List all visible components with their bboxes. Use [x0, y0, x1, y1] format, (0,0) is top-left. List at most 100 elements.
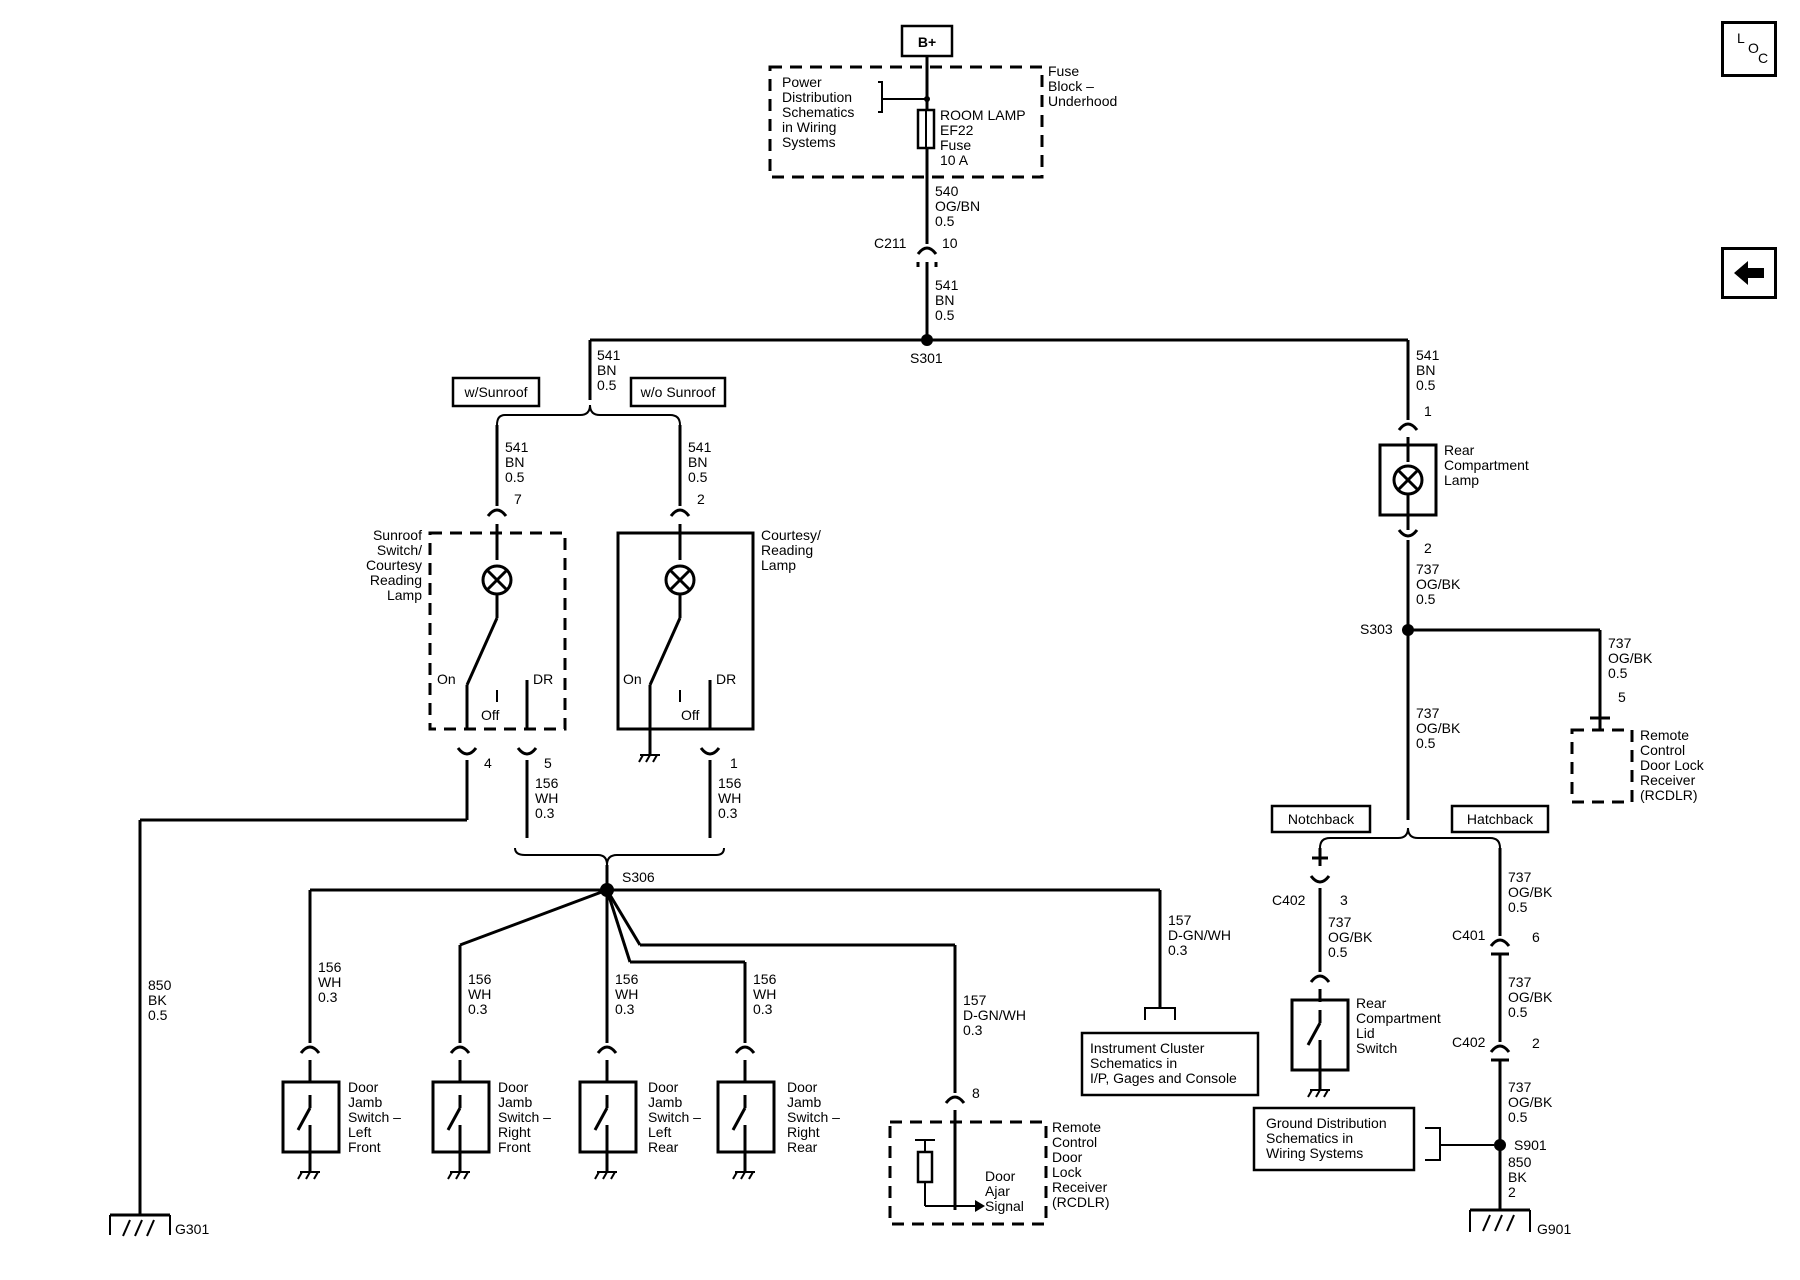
wire-157-cluster-label: 157 D-GN/WH 0.3: [1168, 912, 1231, 958]
svg-text:Signal: Signal: [985, 1198, 1024, 1214]
courtesy-dr-label: DR: [716, 671, 736, 687]
svg-text:541: 541: [688, 439, 712, 455]
sunroof-switch-lamp: [428, 531, 567, 731]
svg-text:0.5: 0.5: [148, 1007, 168, 1023]
wire-737-b-label: 737 OG/BK 0.5: [1416, 705, 1461, 751]
wire-540-label: 540 OG/BN 0.5: [935, 183, 980, 229]
back-button[interactable]: [1721, 247, 1777, 299]
svg-text:Reading: Reading: [370, 572, 422, 588]
svg-text:541: 541: [505, 439, 529, 455]
svg-text:BN: BN: [505, 454, 524, 470]
sunroof-dr-label: DR: [533, 671, 553, 687]
option-notchback: [1270, 804, 1372, 834]
svg-text:in Wiring: in Wiring: [782, 119, 836, 135]
svg-text:Receiver: Receiver: [1052, 1179, 1108, 1195]
wire-541-rear-label: 541 BN 0.5: [1416, 347, 1440, 393]
rear-lamp-bulb: [1392, 464, 1424, 496]
svg-text:737: 737: [1508, 869, 1532, 885]
svg-text:0.3: 0.3: [1168, 942, 1188, 958]
courtesy-reading-lamp: [616, 531, 755, 731]
svg-text:Fuse: Fuse: [1048, 63, 1079, 79]
svg-text:BK: BK: [148, 992, 167, 1008]
sunroof-pin-in: 7: [514, 491, 522, 507]
svg-text:0.3: 0.3: [535, 805, 555, 821]
sunroof-lamp-label: Sunroof Switch/ Courtesy Reading Lamp: [366, 527, 422, 603]
courtesy-pin-in: 2: [697, 491, 705, 507]
svg-text:OG/BK: OG/BK: [1328, 929, 1373, 945]
courtesy-ground-icon: [638, 754, 660, 763]
svg-text:0.5: 0.5: [597, 377, 617, 393]
svg-text:0.5: 0.5: [1508, 899, 1528, 915]
svg-text:156: 156: [535, 775, 559, 791]
svg-text:Instrument Cluster: Instrument Cluster: [1090, 1040, 1205, 1056]
svg-text:156: 156: [718, 775, 742, 791]
svg-text:OG/BK: OG/BK: [1508, 989, 1553, 1005]
svg-text:0.3: 0.3: [318, 989, 338, 1005]
svg-text:Fuse: Fuse: [940, 137, 971, 153]
svg-text:737: 737: [1508, 1079, 1532, 1095]
wire-737-hatch-b-label: 737 OG/BK 0.5: [1508, 974, 1553, 1020]
svg-text:BN: BN: [935, 292, 954, 308]
svg-text:Underhood: Underhood: [1048, 93, 1117, 109]
left-arrow-icon: [1734, 261, 1764, 285]
ground-distribution-ref-label: Ground Distribution Schematics in Wiring…: [1266, 1115, 1387, 1161]
location-view-button[interactable]: L O C: [1721, 21, 1777, 77]
svg-text:WH: WH: [753, 986, 776, 1002]
rear-lamp-pin-in: 1: [1424, 403, 1432, 419]
svg-text:OG/BK: OG/BK: [1416, 720, 1461, 736]
svg-text:OG/BK: OG/BK: [1508, 884, 1553, 900]
svg-text:0.3: 0.3: [963, 1022, 983, 1038]
splice-s303-label: S303: [1360, 621, 1393, 637]
option-sunroof: [451, 376, 541, 408]
ground-distribution-ref[interactable]: [1252, 1106, 1416, 1172]
door-ajar-arrow-icon: [975, 1200, 985, 1212]
svg-text:D-GN/WH: D-GN/WH: [1168, 927, 1231, 943]
svg-text:Lamp: Lamp: [761, 557, 796, 573]
wire-850-right-label: 850 BK 2: [1508, 1154, 1532, 1200]
svg-text:(RCDLR): (RCDLR): [1052, 1194, 1110, 1210]
wire-541-left-label: 541 BN 0.5: [597, 347, 621, 393]
rcdlr-bottom-label: Remote Control Door Lock Receiver (RCDLR…: [1052, 1119, 1110, 1210]
svg-text:0.5: 0.5: [935, 213, 955, 229]
ground-g301-label: G301: [175, 1221, 209, 1237]
svg-text:0.5: 0.5: [1416, 735, 1436, 751]
svg-text:0.5: 0.5: [935, 307, 955, 323]
svg-text:Switch/: Switch/: [377, 542, 422, 558]
fuse-block-label: Fuse Block – Underhood: [1048, 63, 1117, 109]
svg-text:D-GN/WH: D-GN/WH: [963, 1007, 1026, 1023]
svg-text:Wiring Systems: Wiring Systems: [1266, 1145, 1363, 1161]
svg-text:BN: BN: [597, 362, 616, 378]
wire-156-rf-label: 156 WH 0.3: [468, 971, 492, 1017]
splice-s301-label: S301: [910, 350, 943, 366]
svg-text:BN: BN: [1416, 362, 1435, 378]
svg-text:OG/BK: OG/BK: [1508, 1094, 1553, 1110]
svg-text:Switch –: Switch –: [498, 1109, 551, 1125]
svg-text:Door: Door: [787, 1079, 818, 1095]
svg-text:OG/BN: OG/BN: [935, 198, 980, 214]
wire-541-courtesy-label: 541 BN 0.5: [688, 439, 712, 485]
svg-text:541: 541: [1416, 347, 1440, 363]
svg-text:Switch –: Switch –: [648, 1109, 701, 1125]
wire-850-left-label: 850 BK 0.5: [148, 977, 172, 1023]
svg-text:L: L: [1737, 30, 1745, 46]
svg-text:Jamb: Jamb: [787, 1094, 821, 1110]
svg-text:Left: Left: [348, 1124, 371, 1140]
wire-156-rr-label: 156 WH 0.3: [753, 971, 777, 1017]
svg-text:540: 540: [935, 183, 959, 199]
connector-c402-b-label: C402: [1452, 1034, 1486, 1050]
door-jamb-switch-rf: [431, 1045, 491, 1180]
rear-lamp-pin-out: 2: [1424, 540, 1432, 556]
svg-text:Door: Door: [348, 1079, 379, 1095]
ground-g901-label: G901: [1537, 1221, 1571, 1237]
splice-s306-label: S306: [622, 869, 655, 885]
svg-text:0.5: 0.5: [1508, 1109, 1528, 1125]
wire-737-a-label: 737 OG/BK 0.5: [1416, 561, 1461, 607]
svg-text:BN: BN: [688, 454, 707, 470]
svg-text:OG/BK: OG/BK: [1608, 650, 1653, 666]
svg-text:850: 850: [1508, 1154, 1532, 1170]
option-no-sunroof: [629, 376, 727, 408]
svg-text:Power: Power: [782, 74, 822, 90]
svg-text:Systems: Systems: [782, 134, 836, 150]
svg-text:Compartment: Compartment: [1444, 457, 1529, 473]
instrument-cluster-ref[interactable]: [1080, 1031, 1260, 1097]
